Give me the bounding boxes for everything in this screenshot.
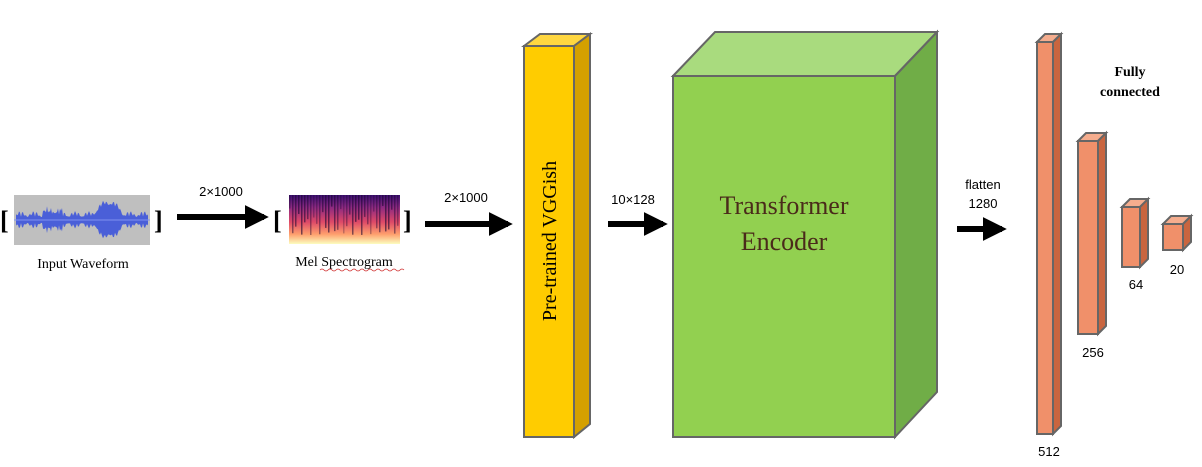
fc-512-label: 512 (1038, 444, 1060, 459)
vggish-front-face (523, 45, 575, 438)
vggish-label: Pre-trained VGGish (539, 161, 561, 321)
fc-layer-256 (1075, 130, 1109, 337)
mel-close-bracket: ] (403, 206, 412, 235)
fc-layer-512 (1034, 31, 1064, 437)
input-waveform-image (14, 195, 150, 245)
transformer-front-face (672, 75, 896, 438)
fc-layer-64 (1119, 196, 1151, 270)
transformer-encoder-block: Transformer Encoder (670, 29, 940, 440)
flatten-label: flatten (965, 177, 1000, 192)
fully-connected-label-line2: connected (1100, 85, 1160, 100)
spellcheck-underline (319, 268, 405, 272)
vggish-block: Pre-trained VGGish (521, 32, 593, 440)
mel-spectrogram-image (289, 195, 400, 244)
transformer-side-face (894, 29, 938, 440)
vggish-side-face (573, 32, 591, 440)
transformer-top-face (670, 31, 940, 77)
flatten-size-label: 1280 (969, 196, 998, 211)
input-waveform-label: Input Waveform (37, 257, 129, 272)
fc-64-label: 64 (1129, 277, 1143, 292)
dim-waveform-to-mel: 2×1000 (199, 184, 243, 199)
waveform-close-bracket: ] (154, 206, 163, 235)
dim-mel-to-vggish: 2×1000 (444, 190, 488, 205)
mel-spectrogram-label: Mel Spectrogram (295, 255, 393, 270)
dim-vggish-to-transformer: 10×128 (611, 192, 655, 207)
transformer-label-line2: Encoder (741, 227, 828, 256)
transformer-label-line1: Transformer (719, 191, 848, 220)
fc-256-label: 256 (1082, 345, 1104, 360)
fc-20-label: 20 (1170, 262, 1184, 277)
mel-open-bracket: [ (273, 206, 282, 235)
fully-connected-label-line1: Fully (1114, 65, 1145, 80)
fc-layer-20 (1160, 213, 1194, 253)
waveform-open-bracket: [ (0, 206, 9, 235)
